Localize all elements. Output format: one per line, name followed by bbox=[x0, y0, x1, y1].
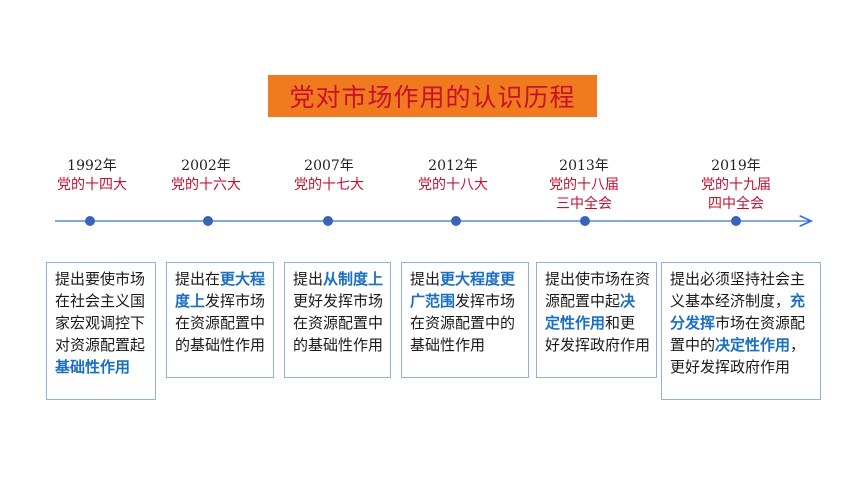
timeline-stop: 2019年 党的十九届 四中全会 bbox=[666, 157, 806, 214]
card-text: 提出必须坚持社会主义基本经济制度， bbox=[670, 270, 806, 310]
stop-party: 党的十八大 bbox=[418, 177, 488, 193]
highlight-text: 从制度上 bbox=[323, 270, 384, 288]
card-text: 提出 bbox=[293, 270, 324, 288]
timeline-dot bbox=[85, 216, 95, 226]
stop-party: 党的十六大 bbox=[171, 177, 241, 193]
description-card: 提出使市场在资源配置中起决定性作用和更好发挥政府作用 bbox=[536, 262, 657, 378]
stop-party: 党的十四大 bbox=[57, 177, 127, 193]
stop-party: 党的十七大 bbox=[294, 177, 364, 193]
stop-year: 2002年 bbox=[181, 158, 231, 174]
card-text: 提出在 bbox=[175, 270, 221, 288]
card-text: ，更好发挥政府作用 bbox=[670, 336, 806, 376]
stop-year: 2012年 bbox=[428, 158, 478, 174]
description-card: 提出在更大程度上发挥市场在资源配置中的基础性作用 bbox=[166, 262, 274, 378]
card-text: 提出 bbox=[410, 270, 441, 288]
stop-year: 2013年 bbox=[559, 158, 609, 174]
card-text: 提出要使市场在社会主义国家宏观调控下对资源配置起 bbox=[55, 270, 146, 354]
stop-year: 2007年 bbox=[304, 158, 354, 174]
highlight-text: 充分发挥 bbox=[670, 292, 806, 332]
highlight-text: 决定性作用 bbox=[715, 336, 791, 354]
description-card: 提出必须坚持社会主义基本经济制度，充分发挥市场在资源配置中的决定性作用，更好发挥… bbox=[661, 262, 821, 400]
card-text: 提出使市场在资源配置中起 bbox=[545, 270, 651, 310]
timeline-dot bbox=[731, 216, 741, 226]
card-text: 发挥市场在资源配置中的基础性作用 bbox=[175, 292, 266, 354]
description-card: 提出更大程度更广范围发挥市场在资源配置中的基础性作用 bbox=[401, 262, 529, 378]
highlight-text: 基础性作用 bbox=[55, 358, 131, 376]
stop-year: 1992年 bbox=[67, 158, 117, 174]
timeline-dot bbox=[580, 216, 590, 226]
timeline-stop: 2013年 党的十八届 三中全会 bbox=[514, 157, 654, 214]
description-card: 提出要使市场在社会主义国家宏观调控下对资源配置起基础性作用 bbox=[46, 262, 156, 400]
stop-party: 党的十八届 三中全会 bbox=[549, 177, 619, 212]
timeline-stop: 2012年 党的十八大 bbox=[383, 157, 523, 195]
timeline-dot bbox=[203, 216, 213, 226]
highlight-text: 更大程度上 bbox=[175, 270, 266, 310]
card-text: 和更好发挥政府作用 bbox=[545, 314, 651, 354]
timeline-dot bbox=[451, 216, 461, 226]
card-text: 更好发挥市场在资源配置中的基础性作用 bbox=[293, 292, 384, 354]
card-text: 发挥市场在资源配置中的基础性作用 bbox=[410, 292, 516, 354]
card-text: 市场在资源配置中的 bbox=[670, 314, 806, 354]
title-banner: 党对市场作用的认识历程 bbox=[268, 75, 597, 117]
page-title: 党对市场作用的认识历程 bbox=[289, 83, 576, 112]
highlight-text: 更大程度更广范围 bbox=[410, 270, 516, 310]
timeline-dot bbox=[323, 216, 333, 226]
timeline-stop: 1992年 党的十四大 bbox=[22, 157, 162, 195]
highlight-text: 决定性作用 bbox=[545, 292, 636, 332]
timeline-stop: 2007年 党的十七大 bbox=[259, 157, 399, 195]
stop-year: 2019年 bbox=[711, 158, 761, 174]
description-card: 提出从制度上更好发挥市场在资源配置中的基础性作用 bbox=[284, 262, 391, 378]
stop-party: 党的十九届 四中全会 bbox=[701, 177, 771, 212]
timeline-stop: 2002年 党的十六大 bbox=[136, 157, 276, 195]
